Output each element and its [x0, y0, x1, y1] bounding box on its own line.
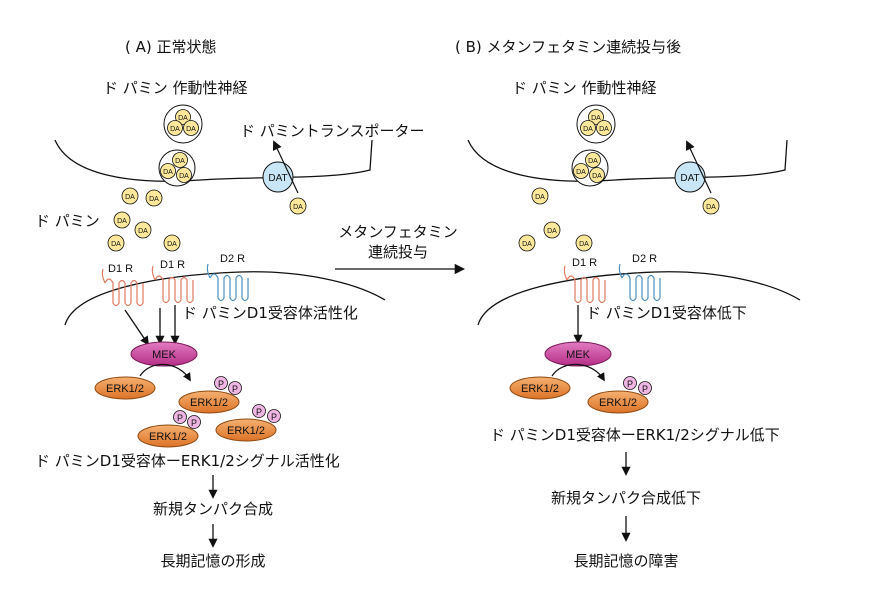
da-label: DA: [125, 194, 135, 201]
signal-arrow: [124, 309, 150, 346]
erk-kinase: ERK1/2: [94, 376, 156, 400]
mek-label: MEK: [152, 349, 177, 361]
treatment-label-line1: メタンフェタミン: [338, 223, 458, 241]
dat-label: DAT: [268, 173, 287, 184]
da-label: DA: [117, 218, 127, 225]
postsynaptic-membrane: [64, 271, 386, 326]
panel-a-signal-label: ド パミンD1受容体ーERK1/2シグナル活性化: [35, 452, 340, 470]
dopamine-transporter: DAT: [674, 161, 706, 193]
da-label: DA: [579, 241, 589, 248]
da-label: DA: [522, 241, 532, 248]
da-label: DA: [592, 173, 602, 180]
treatment-label-line2: 連続投与: [368, 243, 428, 261]
synaptic-vesicle: DA DA DA: [158, 149, 196, 187]
d2-receptor: D2 R: [618, 253, 661, 302]
phospho-label: P: [218, 379, 224, 389]
synaptic-vesicle: DA DA DA: [571, 149, 609, 187]
panel-a-neuron-label: ド パミン 作動性神経: [103, 79, 248, 97]
da-label: DA: [170, 126, 180, 133]
dat-label: DAT: [680, 173, 699, 184]
phosphorylation-arrow: [139, 363, 191, 382]
da-label: DA: [178, 115, 188, 122]
synaptic-vesicle: DA DA DA: [163, 104, 203, 144]
da-label: DA: [591, 115, 601, 122]
erk-label: ERK1/2: [227, 425, 265, 437]
da-label: DA: [535, 194, 545, 201]
d1-activation-label: ド パミンD1受容体活性化: [182, 304, 358, 322]
d1r-label: D1 R: [108, 263, 133, 275]
erk-label: ERK1/2: [190, 397, 228, 409]
dopamine-transporter: DAT: [262, 161, 294, 193]
erk-label: ERK1/2: [599, 397, 637, 409]
phospho-erk: ERK1/2 P P: [178, 376, 242, 414]
presynaptic-membrane: [54, 139, 373, 182]
da-label: DA: [111, 241, 121, 248]
phospho-erk: ERK1/2 P P: [587, 376, 652, 414]
free-dopamine: DA DA DA DA DA DA DA: [107, 187, 307, 252]
erk-label: ERK1/2: [149, 431, 187, 443]
d2r-label: D2 R: [220, 253, 245, 265]
panel-b-step1: 新規タンパク合成低下: [551, 489, 701, 507]
da-label: DA: [547, 228, 557, 235]
da-label: DA: [179, 173, 189, 180]
phosphorylation-arrow: [551, 363, 605, 382]
transporter-label: ド パミントランスポーター: [240, 122, 424, 140]
free-dopamine: DA DA DA DA DA: [518, 187, 720, 252]
phospho-label: P: [256, 407, 262, 417]
panel-b-signal-label: ド パミンD1受容体ーERK1/2シグナル低下: [490, 426, 780, 444]
da-label: DA: [163, 169, 173, 176]
postsynaptic-membrane: [477, 271, 801, 326]
presynaptic-membrane: [467, 139, 788, 182]
erk-label: ERK1/2: [106, 383, 144, 395]
da-label: DA: [583, 126, 593, 133]
mek-kinase: MEK: [130, 341, 198, 367]
erk-label: ERK1/2: [521, 383, 559, 395]
da-label: DA: [293, 204, 303, 211]
da-label: DA: [599, 126, 609, 133]
panel-b: ( B) メタンフェタミン連続投与後 ド パミン 作動性神経 DA DA DA …: [455, 38, 801, 570]
da-label: DA: [576, 169, 586, 176]
d1-receptor: D1 R: [151, 259, 194, 304]
d1-receptor: D1 R: [101, 263, 144, 307]
da-label: DA: [149, 196, 159, 203]
panel-b-title: ( B) メタンフェタミン連続投与後: [455, 38, 681, 56]
panel-a-title: ( A) 正常状態: [125, 38, 217, 56]
d2-receptor: D2 R: [206, 253, 249, 302]
panel-a-step1: 新規タンパク合成: [153, 500, 273, 518]
da-label: DA: [167, 241, 177, 248]
erk-kinase: ERK1/2: [509, 376, 571, 400]
reuptake-arrow: [272, 140, 299, 194]
d2r-label: D2 R: [632, 253, 657, 265]
reuptake-arrow: [685, 140, 712, 194]
da-label: DA: [175, 158, 185, 165]
phospho-label: P: [271, 412, 277, 422]
da-label: DA: [588, 158, 598, 165]
da-label: DA: [186, 126, 196, 133]
panel-a-step2: 長期記憶の形成: [160, 552, 265, 570]
phospho-label: P: [642, 384, 648, 394]
panel-b-neuron-label: ド パミン 作動性神経: [512, 79, 657, 97]
phospho-label: P: [191, 418, 197, 428]
da-label: DA: [706, 204, 716, 211]
mek-label: MEK: [566, 349, 591, 361]
panel-b-step2: 長期記憶の障害: [573, 552, 678, 570]
phospho-label: P: [177, 413, 183, 423]
d1r-label: D1 R: [572, 257, 597, 269]
phospho-label: P: [232, 384, 238, 394]
da-label: DA: [138, 228, 148, 235]
synaptic-vesicle: DA DA DA: [576, 104, 616, 144]
dopamine-label: ド パミン: [35, 212, 100, 230]
phospho-erk: ERK1/2 P P: [137, 410, 201, 448]
mek-kinase: MEK: [544, 341, 612, 367]
d1-decrease-label: ド パミンD1受容体低下: [586, 304, 747, 322]
d1r-label: D1 R: [160, 259, 185, 271]
phospho-label: P: [627, 379, 633, 389]
treatment-transition: メタンフェタミン 連続投与: [335, 223, 466, 275]
phospho-erk: ERK1/2 P P: [215, 404, 281, 442]
d1-receptor: D1 R: [563, 257, 606, 304]
panel-a: ( A) 正常状態 ド パミン 作動性神経 DA DA DA DA DA DA: [35, 38, 424, 570]
